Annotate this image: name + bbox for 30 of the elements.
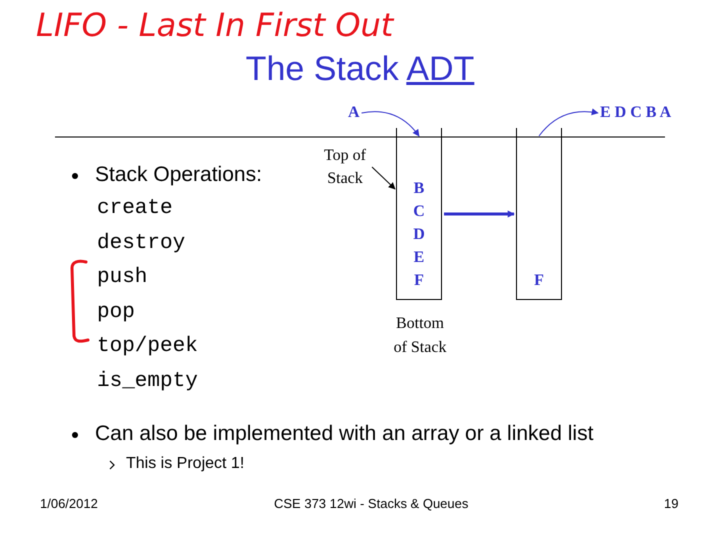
stack-item: F [517, 272, 561, 290]
footer-text: 1/06/2012 [40, 496, 98, 511]
code-text: destroy [97, 232, 186, 255]
item-letter: A [348, 104, 360, 122]
bullet-text: Stack Operations: [95, 163, 262, 187]
stack-container [396, 128, 442, 300]
arrow [372, 166, 396, 190]
footer-text: CSE 373 12wi - Stacks & Queues [274, 496, 468, 511]
handwritten-note: LIFO - Last In First Out [36, 6, 394, 44]
code-text: is_empty [97, 370, 198, 393]
sub-bullet-text: This is Project 1! [126, 455, 244, 473]
arrow [444, 210, 515, 218]
stack-item: F [397, 272, 441, 290]
arrow [538, 108, 599, 136]
stack-container [516, 128, 562, 300]
popped-sequence: E D C B A [600, 104, 672, 122]
pointer-caption: Top of Stack [320, 144, 370, 190]
code-text: pop [97, 301, 135, 324]
page-number: 19 [664, 496, 678, 511]
caption: Bottom of Stack [392, 314, 448, 358]
slide-title: The Stack ADT [244, 50, 476, 89]
stack-item: D [397, 226, 441, 244]
code-text: top/peek [97, 335, 198, 358]
arrow [361, 111, 420, 137]
stack-item: B [397, 180, 441, 198]
stack-item: C [397, 203, 441, 221]
code-text: create [97, 197, 173, 220]
bullet-text: Can also be implemented with an array or a linked list [95, 422, 594, 446]
code-text: push [97, 266, 148, 289]
stack-item: E [397, 249, 441, 267]
